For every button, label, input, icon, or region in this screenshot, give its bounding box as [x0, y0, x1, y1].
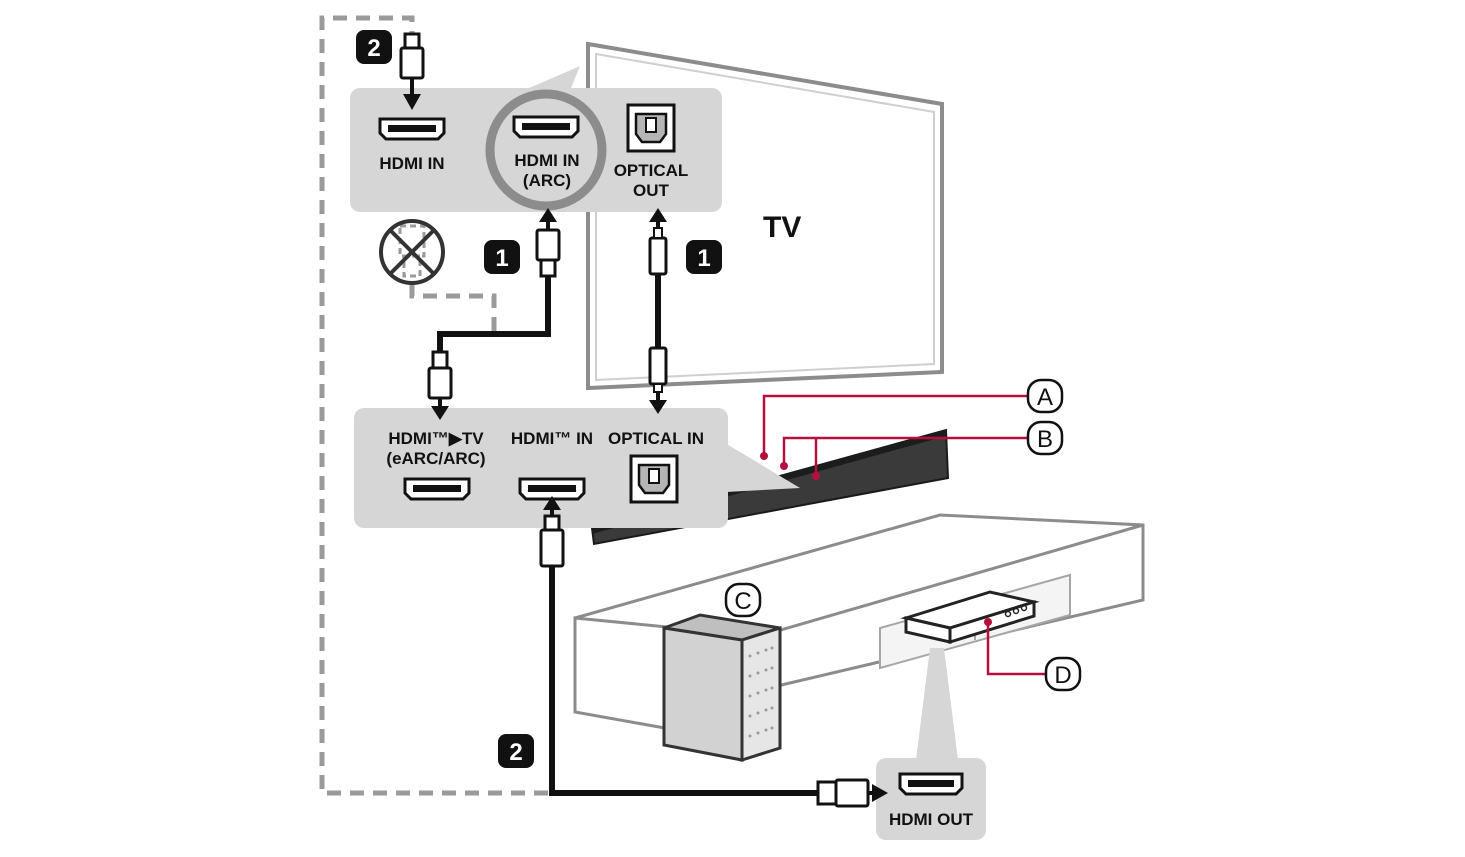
sb-hdmi-tv-port	[403, 477, 471, 501]
callout-d: D	[1044, 656, 1082, 692]
optical-cable	[648, 208, 668, 414]
arc-highlight-circle	[485, 89, 607, 211]
source-hdmi-out-label: HDMI OUT	[889, 810, 974, 829]
sb-optical-in-label: OPTICAL IN	[608, 429, 704, 448]
tv-stand	[573, 513, 1145, 747]
sb-hdmi-in-label: HDMI™ IN	[511, 429, 593, 448]
step-badge-2-bottom: 2	[498, 734, 534, 768]
tv-hdmi-in-label: HDMI IN	[379, 154, 444, 173]
sb-hdmi-in-port	[518, 477, 586, 501]
source-device	[900, 590, 1040, 645]
hdmi-source-cable	[539, 496, 888, 808]
callout-dots	[760, 452, 992, 626]
tv-hdmi-arc-label-2: (ARC)	[523, 171, 571, 190]
source-hdmi-out-panel	[876, 648, 986, 840]
no-connection-icon	[379, 219, 445, 285]
tv-hdmi-arc-port	[512, 115, 580, 139]
svg-text:1: 1	[495, 245, 508, 272]
callout-c: C	[724, 582, 762, 618]
svg-text:B: B	[1037, 426, 1053, 453]
sb-hdmi-tv-label-1: HDMI™▶TV	[388, 429, 484, 448]
tv-optical-out-label-1: OPTICAL	[614, 161, 689, 180]
tv-optical-out-label-2: OUT	[633, 181, 670, 200]
svg-text:A: A	[1037, 384, 1053, 411]
dashed-cable-path	[319, 15, 548, 796]
subwoofer	[662, 613, 782, 763]
sb-optical-in-port	[629, 454, 679, 504]
sb-hdmi-tv-label-2: (eARC/ARC)	[386, 449, 485, 468]
step-badge-2-top: 2	[356, 30, 392, 64]
tv-hdmi-arc-label-1: HDMI IN	[514, 151, 579, 170]
hdmi-tv-in-connector	[399, 32, 425, 110]
callout-b: B	[1026, 420, 1064, 456]
callout-lines	[762, 394, 1046, 676]
step-badge-1-right: 1	[686, 240, 722, 274]
tv-hdmi-in-port	[378, 117, 446, 141]
step-badge-1-left: 1	[484, 240, 520, 274]
tv-optical-out-port	[626, 103, 676, 153]
callout-a: A	[1026, 378, 1064, 414]
hdmi-arc-cable	[427, 208, 561, 420]
svg-text:D: D	[1054, 662, 1071, 689]
svg-text:2: 2	[367, 35, 380, 62]
svg-text:1: 1	[697, 245, 710, 272]
svg-text:2: 2	[509, 739, 522, 766]
tv-label: TV	[763, 211, 801, 244]
svg-text:C: C	[734, 588, 751, 615]
